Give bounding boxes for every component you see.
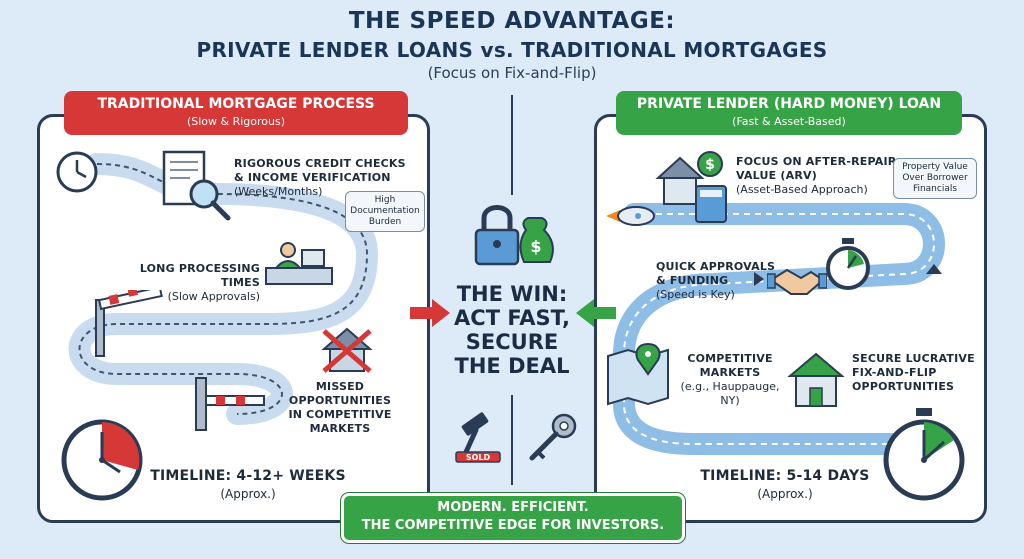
private-tag-title: PRIVATE LENDER (HARD MONEY) LOAN (636, 96, 942, 112)
gavel-icon: SOLD (455, 412, 501, 463)
private-step4-title-a: SECURE LUCRATIVE (852, 352, 975, 365)
documentation-callout-b: Documentation (350, 206, 420, 216)
main-subtitle: (Focus on Fix-and-Flip) (427, 64, 597, 82)
private-step4-title-b: FIX-AND-FLIP (852, 366, 937, 379)
private-step2: QUICK APPROVALS & FUNDING (Speed is Key) (656, 260, 775, 302)
private-step1: FOCUS ON AFTER-REPAIR VALUE (ARV) (Asset… (736, 155, 896, 197)
private-step2-sub: (Speed is Key) (656, 288, 735, 301)
traditional-tag-title: TRADITIONAL MORTGAGE PROCESS (97, 96, 375, 112)
stopwatch-icon (826, 238, 870, 290)
traditional-step2: LONG PROCESSING TIMES (Slow Approvals) (110, 262, 260, 304)
traditional-tag: TRADITIONAL MORTGAGE PROCESS (Slow & Rig… (64, 91, 408, 135)
private-tag: PRIVATE LENDER (HARD MONEY) LOAN (Fast &… (616, 91, 962, 135)
private-step4: SECURE LUCRATIVE FIX-AND-FLIP OPPORTUNIT… (852, 352, 975, 394)
crossed-house-icon (321, 327, 373, 373)
private-road (613, 203, 945, 455)
timer-red-icon (61, 419, 143, 501)
property-value-callout-a: Property Value (902, 162, 968, 172)
property-value-callout-c: Financials (912, 184, 958, 194)
svg-text:$: $ (705, 157, 715, 173)
gate-barrier-icon (195, 377, 265, 431)
traditional-step2-sub: (Slow Approvals) (167, 290, 260, 303)
private-step3-title-a: COMPETITIVE (687, 352, 773, 365)
traditional-step1: RIGOROUS CREDIT CHECKS & INCOME VERIFICA… (234, 157, 406, 199)
win-message: THE WIN: ACT FAST, SECURE THE DEAL (452, 282, 572, 378)
handshake-icon (767, 268, 827, 295)
documentation-callout-a: High (374, 195, 396, 205)
svg-text:$: $ (530, 237, 541, 256)
traditional-step1-title-a: RIGOROUS CREDIT CHECKS (234, 157, 406, 170)
center-divider (511, 95, 513, 485)
traditional-tag-subtitle: (Slow & Rigorous) (186, 115, 286, 128)
banner-line2: THE COMPETITIVE EDGE FOR INVESTORS. (361, 518, 665, 533)
traditional-step2-title: LONG PROCESSING TIMES (139, 262, 260, 289)
private-timeline-title: TIMELINE: 5-14 DAYS (700, 468, 870, 484)
private-step3-sub-b: NY) (720, 394, 740, 407)
red-arrow-icon (410, 299, 450, 327)
sold-label: SOLD (466, 453, 491, 462)
private-timeline-sub: (Approx.) (757, 487, 813, 501)
document-magnifier-icon (162, 150, 231, 221)
win-line1: THE WIN: (456, 282, 568, 306)
private-step4-title-c: OPPORTUNITIES (852, 380, 955, 393)
win-line4: THE DEAL (454, 354, 570, 378)
private-step1-title-a: FOCUS ON AFTER-REPAIR (736, 155, 897, 168)
map-pin-icon (607, 342, 669, 406)
traditional-timeline-sub: (Approx.) (220, 487, 276, 501)
private-step3: COMPETITIVE MARKETS (e.g., Hauppauge, NY… (680, 352, 780, 408)
rocket-icon (606, 206, 655, 226)
private-step3-title-b: MARKETS (699, 366, 761, 379)
traditional-step1-sub: (Weeks/Months) (234, 185, 323, 198)
traditional-step3-title-b: IN COMPETITIVE (288, 408, 392, 421)
banner-line1: MODERN. EFFICIENT. (437, 500, 589, 515)
win-line2: ACT FAST, (454, 306, 570, 330)
private-step2-title-b: & FUNDING (656, 274, 729, 287)
traditional-timeline-title: TIMELINE: 4-12+ WEEKS (150, 468, 346, 484)
private-step1-sub: (Asset-Based Approach) (736, 183, 868, 196)
traditional-step3-title-a: MISSED OPPORTUNITIES (288, 380, 392, 407)
green-arrow-icon (576, 299, 616, 327)
lock-moneybag-icon: $ (474, 205, 554, 266)
private-step1-title-b: VALUE (ARV) (736, 169, 817, 182)
barrier-icon (95, 290, 163, 357)
house-dollar-calculator-icon: $ (655, 151, 727, 223)
timer-green-icon (883, 408, 965, 501)
main-title-line2: PRIVATE LENDER LOANS vs. TRADITIONAL MOR… (196, 38, 828, 62)
traditional-step1-title-b: & INCOME VERIFICATION (234, 171, 391, 184)
private-tag-subtitle: (Fast & Asset-Based) (732, 115, 846, 128)
documentation-callout-c: Burden (368, 217, 402, 227)
documentation-callout: High Documentation Burden (345, 191, 425, 232)
private-timeline: TIMELINE: 5-14 DAYS (Approx.) (690, 467, 880, 503)
win-line3: SECURE (465, 330, 559, 354)
clerk-desk-icon (265, 242, 333, 285)
private-step3-sub-a: (e.g., Hauppauge, (680, 380, 780, 393)
main-title: THE SPEED ADVANTAGE: (348, 8, 676, 34)
private-step2-title-a: QUICK APPROVALS (656, 260, 776, 273)
key-icon (529, 413, 577, 461)
property-value-callout: Property Value Over Borrower Financials (893, 158, 977, 199)
traditional-step3-title-c: MARKETS (309, 422, 371, 435)
traditional-timeline: TIMELINE: 4-12+ WEEKS (Approx.) (148, 467, 348, 503)
green-house-icon (787, 352, 845, 407)
traditional-step3: MISSED OPPORTUNITIES IN COMPETITIVE MARK… (275, 380, 405, 436)
bottom-banner: MODERN. EFFICIENT. THE COMPETITIVE EDGE … (341, 493, 685, 543)
clock-icon (56, 151, 98, 193)
property-value-callout-b: Over Borrower (902, 173, 968, 183)
